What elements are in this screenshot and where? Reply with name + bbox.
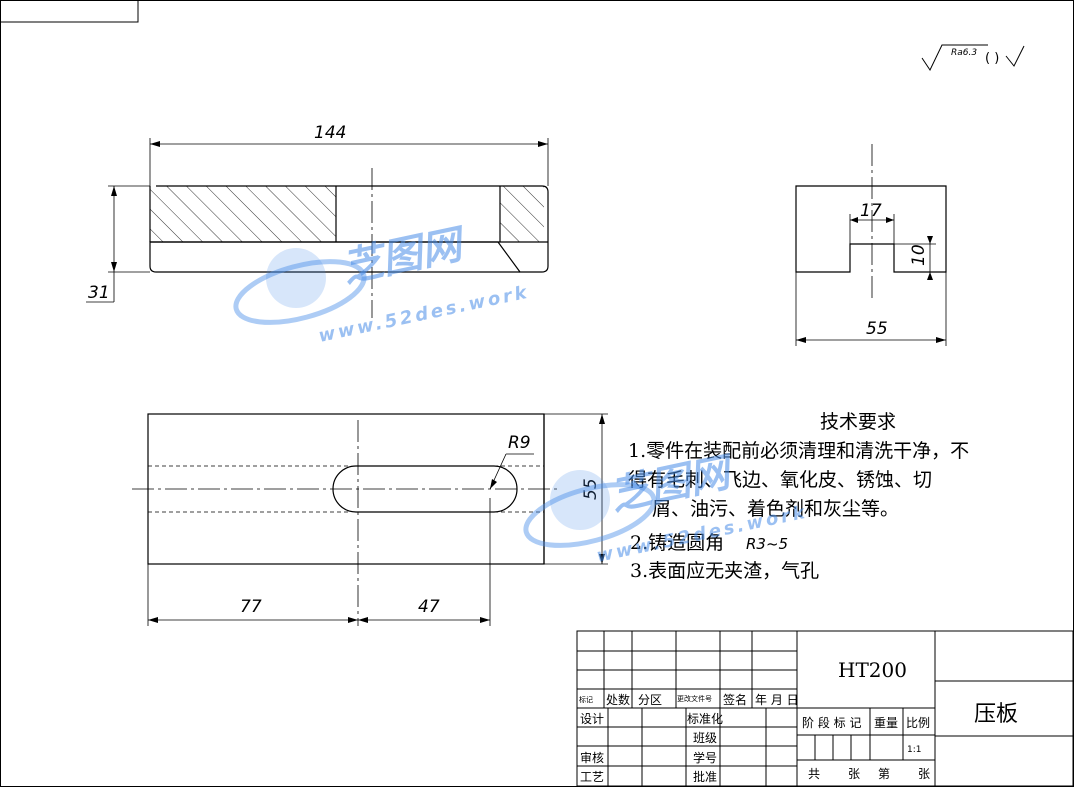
dim-slot-offset: 47 — [418, 597, 440, 617]
dim-height: 31 — [88, 283, 110, 303]
dim-slot-depth: 10 — [909, 244, 929, 266]
watermark-brand-1: 芝图网 — [339, 221, 472, 292]
notes-line-4: 2.铸造圆角 — [630, 532, 724, 554]
process-label: 工艺 — [580, 770, 604, 784]
notes-line-2: 得有毛刺、飞边、氧化皮、锈蚀、切 — [628, 469, 932, 491]
hatch-left — [150, 186, 336, 242]
check-mark-icon — [1005, 45, 1025, 67]
title-block — [576, 630, 1074, 787]
notes-line-3: 屑、油污、着色剂和灰尘等。 — [652, 498, 899, 520]
ratio-value: 1:1 — [907, 745, 921, 755]
date-label: 年 月 日 — [755, 693, 799, 707]
change-doc-label: 更改文件号 — [677, 694, 712, 703]
notes-line-5: 3.表面应无夹渣，气孔 — [630, 560, 819, 582]
dim-left-offset: 77 — [240, 597, 262, 617]
dim-side-width: 55 — [866, 319, 888, 339]
dim-top-width: 55 — [581, 478, 601, 500]
notes-title: 技术要求 — [820, 411, 896, 433]
review-label: 审核 — [580, 750, 604, 765]
sign-label: 签名 — [723, 692, 747, 707]
side-view: 17 10 55 — [795, 144, 947, 346]
top-view: R9 55 77 47 — [132, 413, 608, 626]
front-section-view: 144 31 — [86, 123, 549, 318]
ratio-label: 比例 — [906, 716, 930, 730]
approve-label: 批准 — [693, 769, 717, 784]
dim-length: 144 — [314, 123, 346, 143]
roughness-value: Ra6.3 — [951, 48, 977, 58]
count-label: 处数 — [606, 692, 630, 707]
corner-label-box — [0, 0, 139, 23]
notes-line-4-radius: R3~5 — [746, 535, 788, 553]
sheet-label: 张 — [918, 767, 930, 781]
dim-radius: R9 — [508, 433, 531, 453]
stage-mark-label: 阶 段 标 记 — [802, 715, 861, 730]
notes-line-1: 1.零件在装配前必须清理和清洗干净，不 — [628, 440, 969, 462]
dim-slot-width: 17 — [860, 201, 882, 221]
design-label: 设计 — [580, 712, 604, 726]
total-label: 共 — [808, 767, 820, 781]
student-no-label: 学号 — [693, 750, 717, 765]
technical-notes: 技术要求 1.零件在装配前必须清理和清洗干净，不 得有毛刺、飞边、氧化皮、锈蚀、… — [628, 411, 969, 582]
zone-label: 分区 — [638, 693, 662, 707]
number-label: 第 — [878, 767, 890, 781]
roughness-symbol: Ra6.3 ( ) — [921, 44, 1025, 72]
material-label: HT200 — [838, 658, 907, 682]
sheets-label: 张 — [848, 767, 860, 781]
roughness-suffix: ( ) — [985, 51, 999, 66]
hatch-right — [500, 186, 544, 242]
title-block-text: HT200 压板 标记 处数 分区 更改文件号 签名 年 月 日 设计 标准化 … — [579, 658, 1018, 784]
mark-label: 标记 — [579, 695, 593, 704]
standard-label: 标准化 — [687, 712, 723, 726]
class-label: 班级 — [693, 731, 717, 745]
part-name: 压板 — [974, 702, 1018, 727]
weight-label: 重量 — [874, 716, 898, 730]
